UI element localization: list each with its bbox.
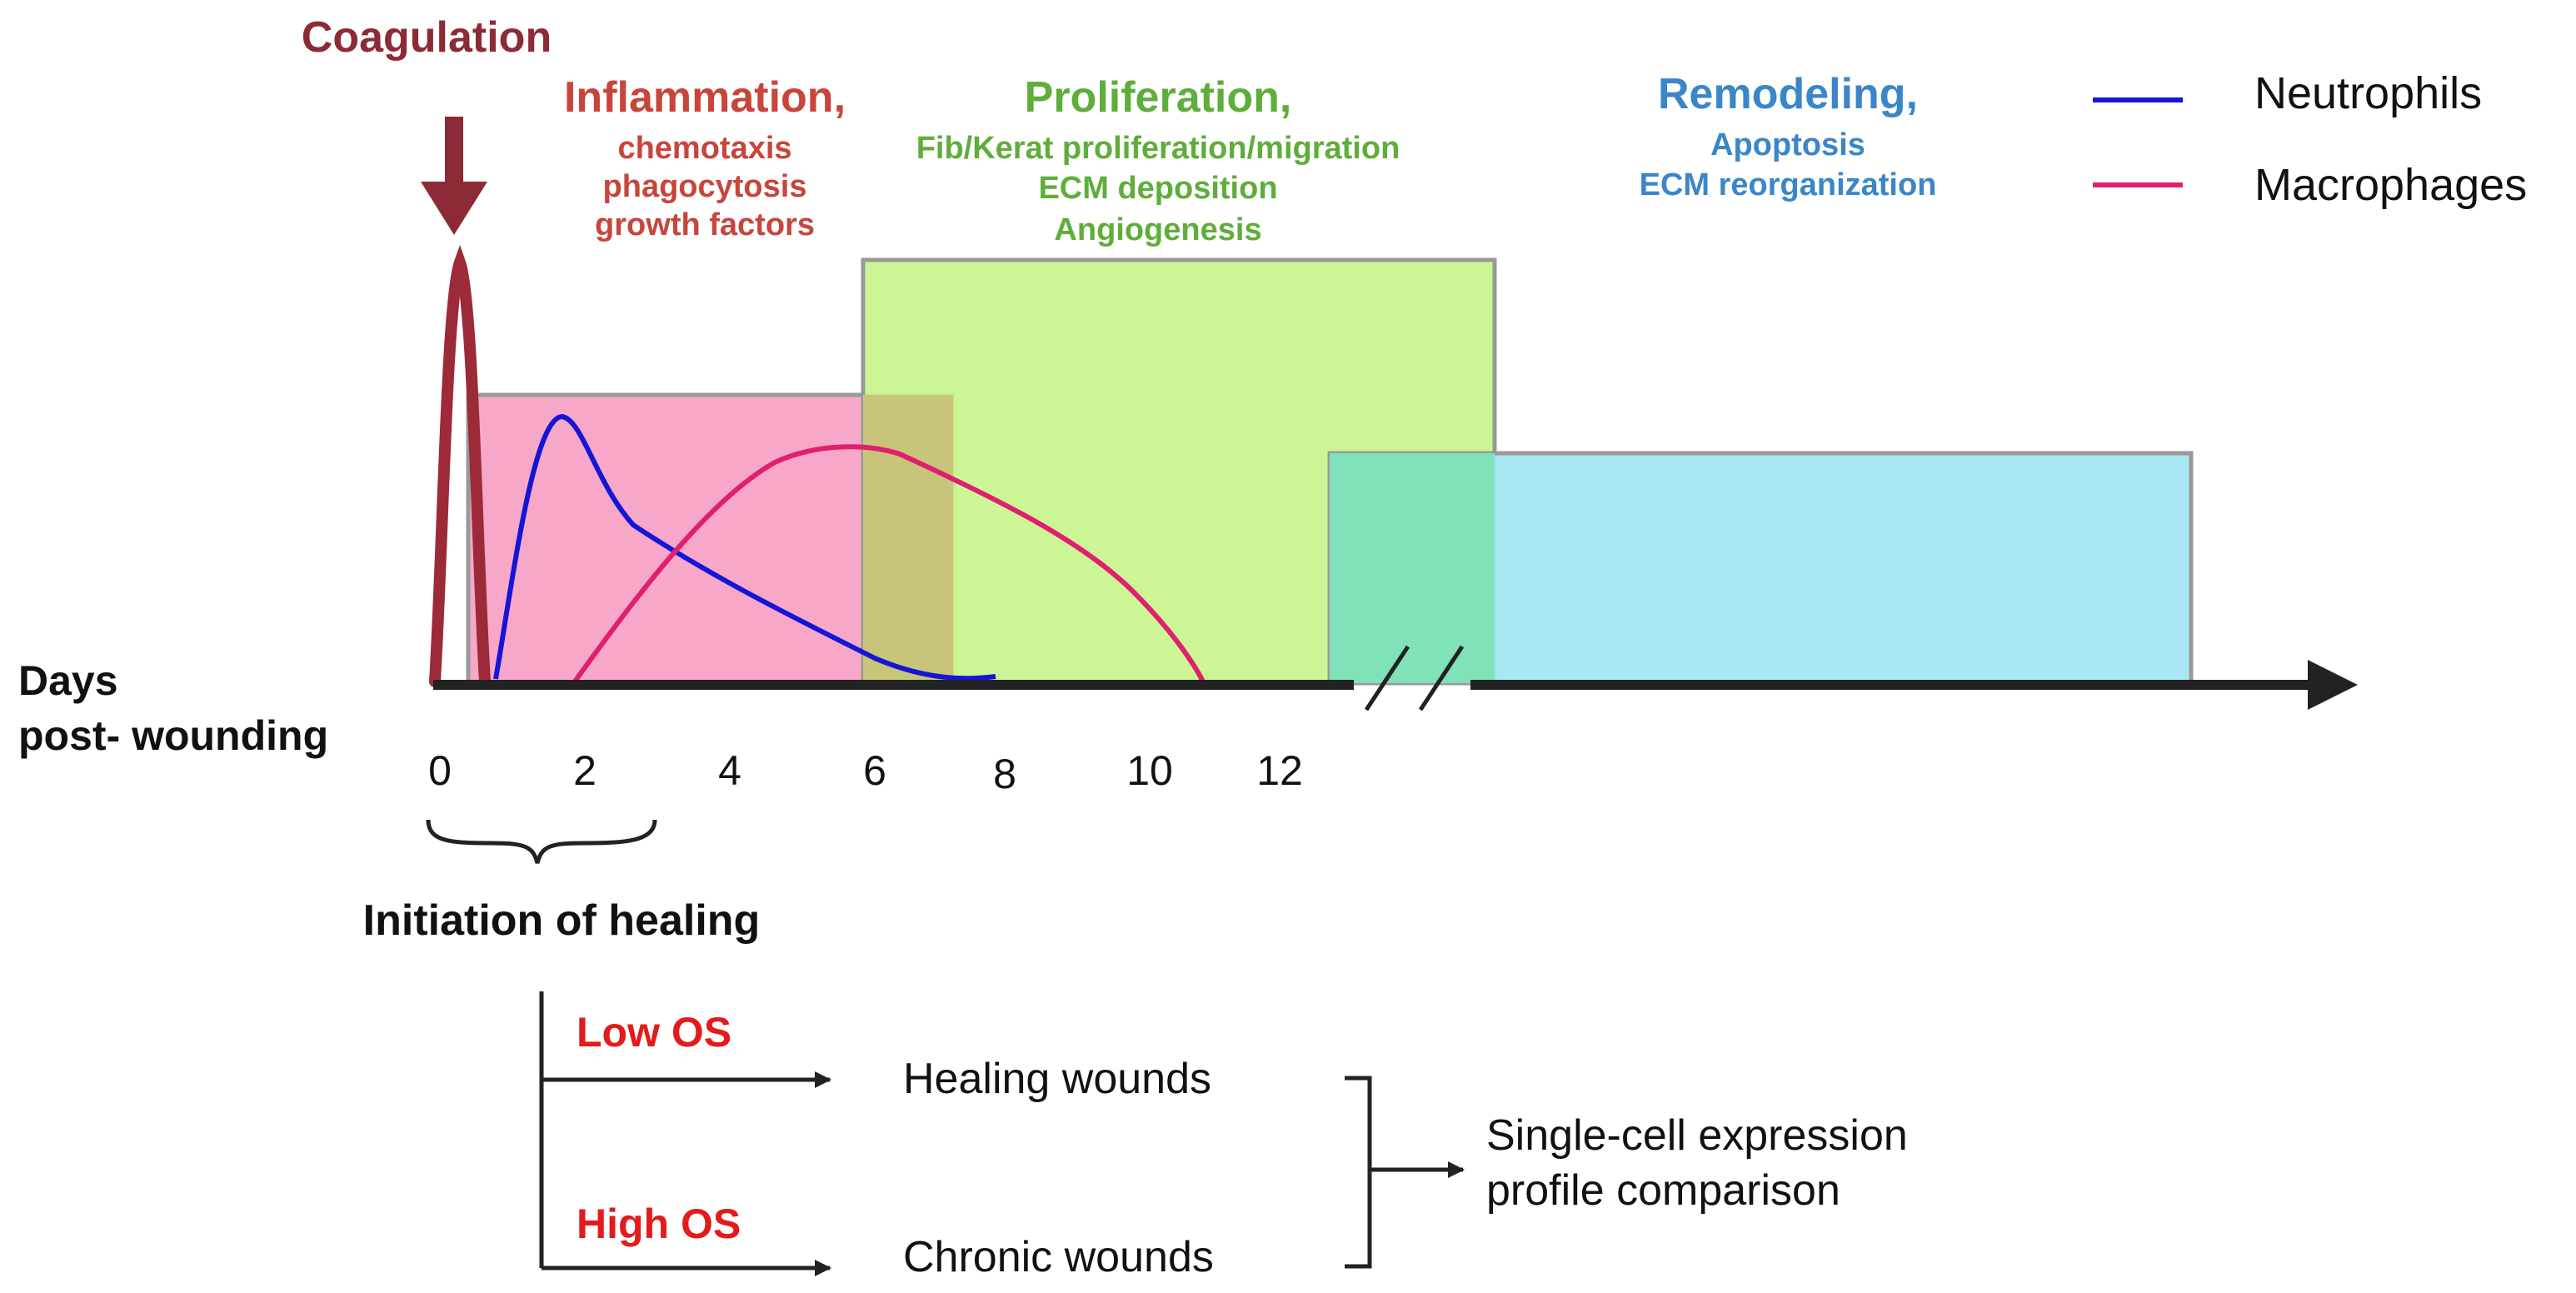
proliferation-detail: Fib/Kerat proliferation/migration xyxy=(916,131,1400,166)
initiation-brace xyxy=(426,819,657,864)
tick-label: 8 xyxy=(993,751,1016,797)
inflammation-title: Inflammation, xyxy=(564,73,846,122)
tick-label: 10 xyxy=(1126,747,1173,794)
inflammation-detail: phagocytosis xyxy=(603,169,807,204)
legend-label-neutrophils: Neutrophils xyxy=(2254,68,2482,118)
tick-label: 2 xyxy=(573,747,597,794)
axis-break-mark-1 xyxy=(1364,645,1410,711)
chronic-wounds-label: Chronic wounds xyxy=(903,1233,1214,1281)
axis-label-line2: post- wounding xyxy=(18,712,328,759)
tick-label: 4 xyxy=(718,747,741,794)
remodeling-detail: Apoptosis xyxy=(1710,127,1865,162)
low-os-label: Low OS xyxy=(577,1009,731,1056)
proliferation-title: Proliferation, xyxy=(1025,73,1292,122)
comparison-bracket xyxy=(1345,1076,1372,1269)
macrophages-curve xyxy=(572,444,1206,685)
initiation-label: Initiation of healing xyxy=(363,896,761,945)
outcome-line1: Single-cell expression xyxy=(1486,1111,1908,1160)
tick-label: 12 xyxy=(1256,747,1303,794)
overlap-prolif-remodel xyxy=(1330,453,1495,683)
inflammation-detail: chemotaxis xyxy=(617,131,791,166)
inflammation-detail: growth factors xyxy=(595,207,815,242)
coagulation-peak-curve xyxy=(429,244,491,687)
axis-arrowhead-icon xyxy=(2308,660,2358,710)
neutrophils-curve xyxy=(493,413,996,681)
coagulation-title: Coagulation xyxy=(302,13,552,62)
proliferation-detail: Angiogenesis xyxy=(1054,212,1261,247)
legend-label-macrophages: Macrophages xyxy=(2254,160,2527,210)
coagulation-arrow-icon xyxy=(421,117,487,235)
tick-label: 6 xyxy=(863,747,886,794)
remodeling-detail: ECM reorganization xyxy=(1640,167,1937,202)
tick-label: 0 xyxy=(428,747,452,794)
proliferation-detail: ECM deposition xyxy=(1038,171,1277,206)
overlap-inflam-prolif xyxy=(863,395,953,683)
remodeling-title: Remodeling, xyxy=(1658,70,1918,118)
legend: Neutrophils Macrophages xyxy=(2093,68,2527,210)
high-os-label: High OS xyxy=(577,1201,741,1247)
axis-label-line1: Days xyxy=(18,657,118,704)
axis-break-mark-2 xyxy=(1418,645,1465,711)
healing-wounds-label: Healing wounds xyxy=(903,1055,1211,1103)
outcome-line2: profile comparison xyxy=(1486,1166,1840,1215)
